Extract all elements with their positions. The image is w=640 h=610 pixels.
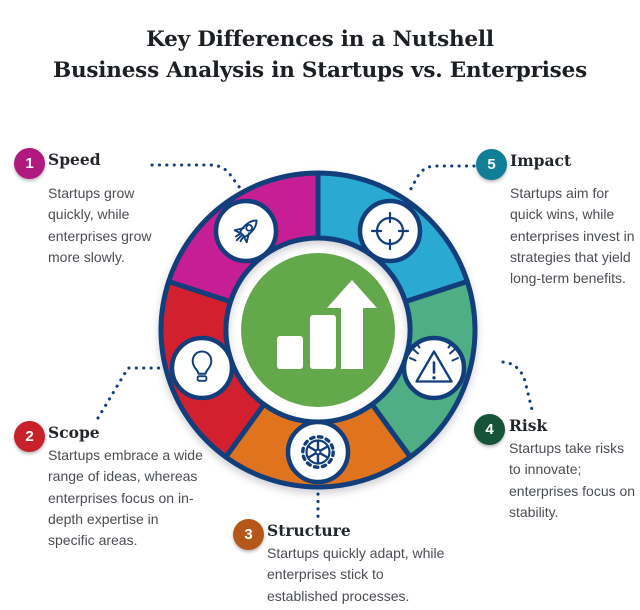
number-badge-speed: 1 [14, 148, 45, 179]
target-icon [357, 198, 423, 264]
number-badge-structure: 3 [233, 519, 264, 550]
icon-circle-scope [169, 335, 235, 401]
warning-triangle-icon [401, 335, 467, 401]
rocket-icon [213, 198, 279, 264]
icon-circle-impact [357, 198, 423, 264]
item-label: Impact [510, 151, 572, 170]
dotted-connector-speed [150, 163, 251, 202]
item-label: Structure [267, 521, 351, 540]
item-description: Startups take risks to innovate; enterpr… [509, 440, 636, 520]
item-impact: Impact Startups aim for quick wins, whil… [510, 151, 640, 289]
title-line-1: Key Differences in a Nutshell [146, 27, 494, 52]
item-label: Scope [48, 423, 100, 442]
gear-icon [285, 419, 351, 485]
item-risk: Risk Startups take risks to innovate; en… [509, 416, 639, 523]
item-description: Startups aim for quick wins, while enter… [510, 185, 635, 287]
dotted-connector-scope [96, 366, 168, 420]
item-label: Speed [48, 150, 101, 169]
item-description: Startups grow quickly, while enterprises… [48, 185, 152, 265]
growth-bars-arrow-icon [277, 280, 377, 369]
item-structure: Structure Startups quickly adapt, while … [267, 521, 455, 607]
bar-small [277, 336, 303, 369]
item-scope: Scope Startups embrace a wide range of i… [48, 423, 206, 551]
item-description: Startups embrace a wide range of ideas, … [48, 447, 203, 549]
number-badge-impact: 5 [476, 149, 507, 180]
up-arrow [327, 280, 377, 369]
number-badge-risk: 4 [474, 414, 505, 445]
title-line-2: Business Analysis in Startups vs. Enterp… [53, 58, 587, 84]
lightbulb-icon [169, 335, 235, 401]
dotted-connector-risk [501, 360, 535, 416]
dotted-connector-impact [406, 164, 476, 196]
item-description: Startups quickly adapt, while enterprise… [267, 545, 445, 604]
icon-circle-speed [213, 198, 279, 264]
item-label: Risk [509, 416, 548, 435]
item-speed: Speed Startups grow quickly, while enter… [48, 150, 160, 268]
number-badge-scope: 2 [14, 421, 45, 452]
center-circle [241, 253, 395, 407]
bar-medium [310, 315, 336, 369]
page-title: Key Differences in a Nutshell Business A… [0, 24, 640, 86]
